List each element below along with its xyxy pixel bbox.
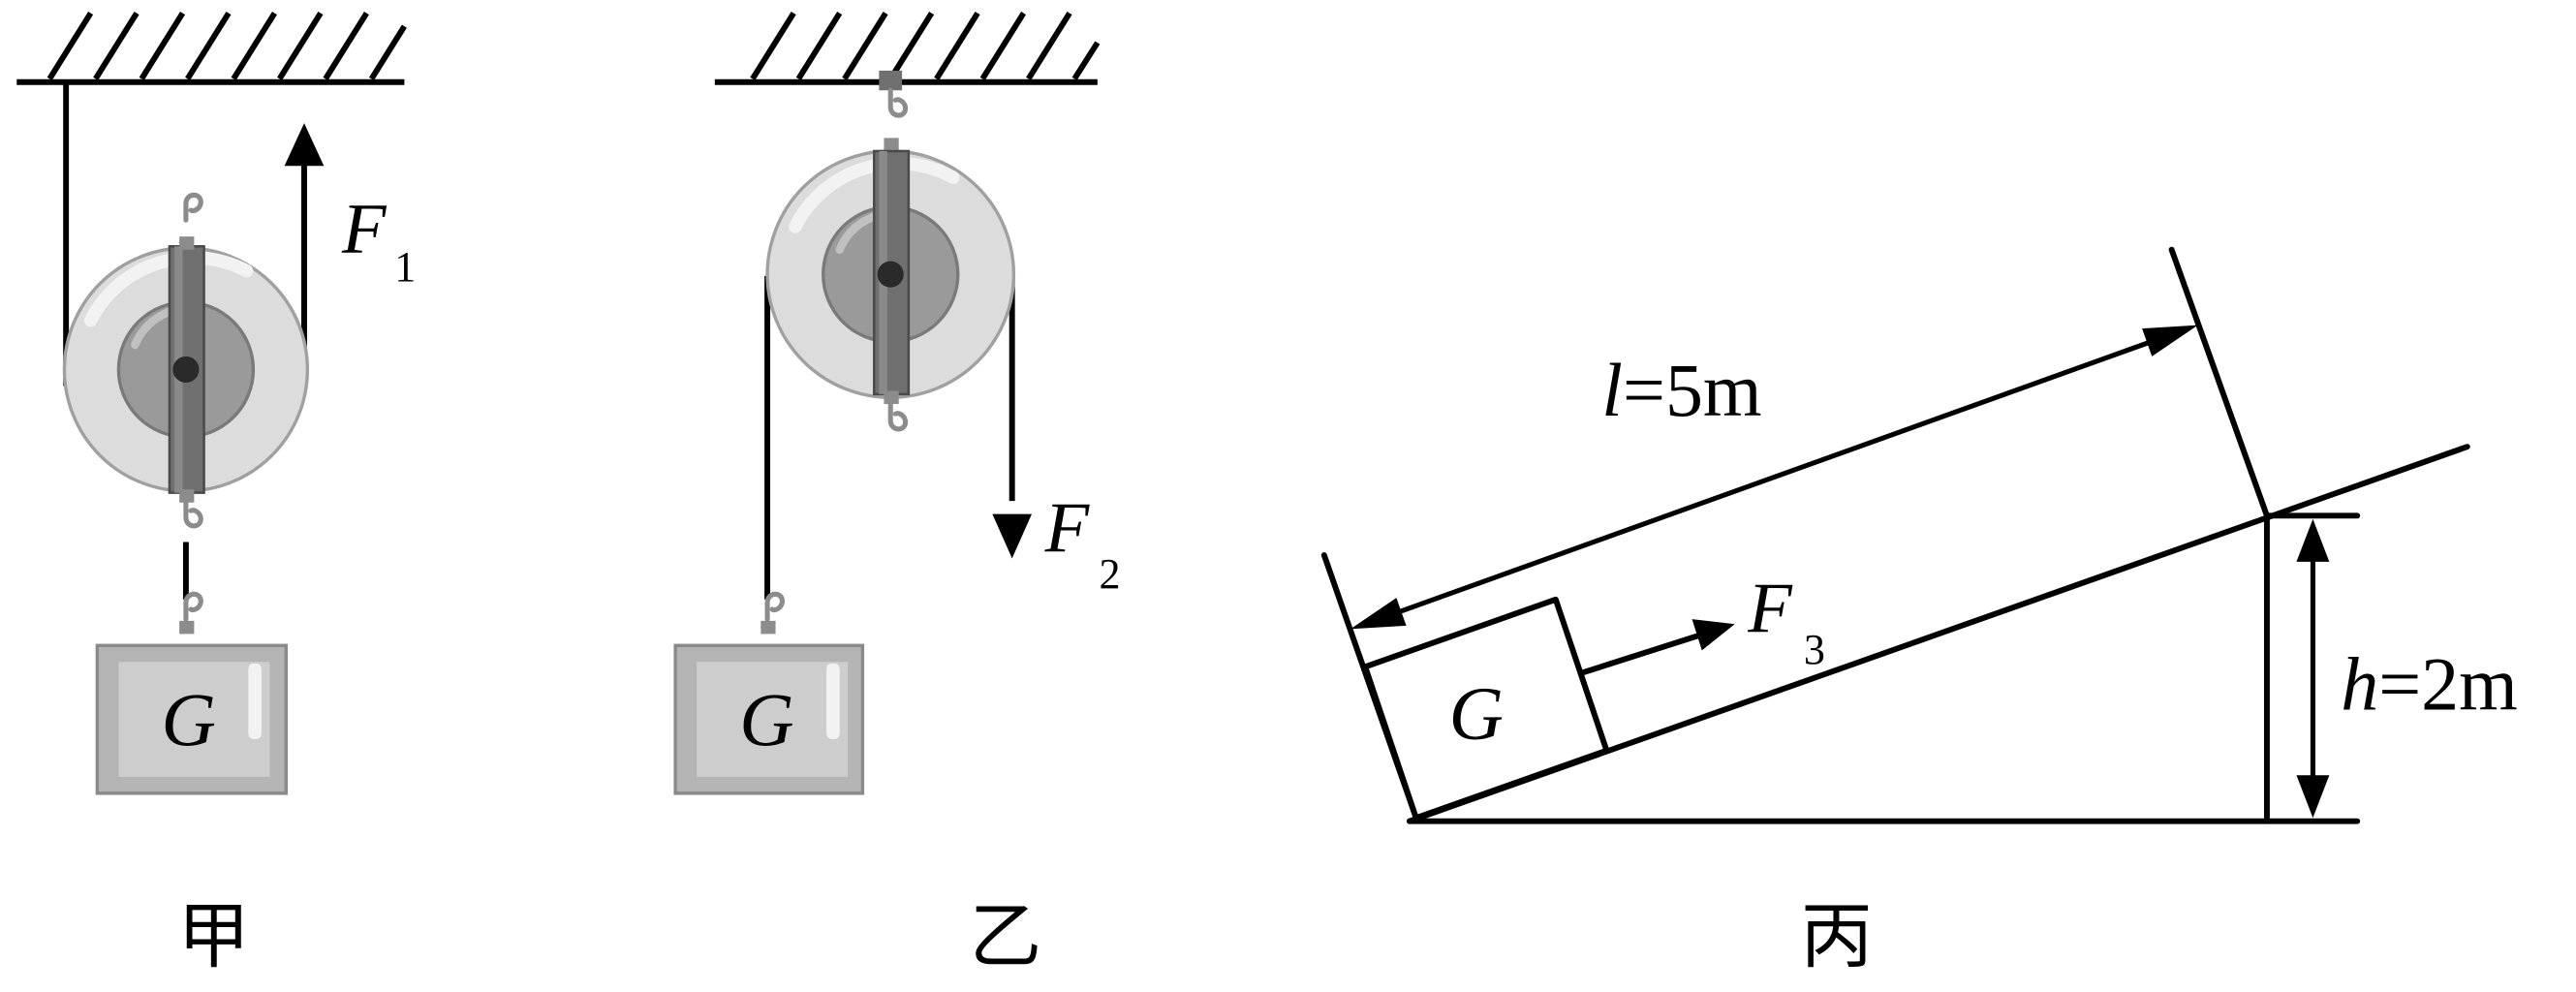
- force-label-f3: F: [1747, 570, 1793, 649]
- caption-bing: 丙: [1800, 894, 1873, 978]
- rope-yi: [764, 275, 1015, 600]
- ceiling-yi: [714, 11, 1101, 85]
- force-arrow-f2: [992, 513, 1033, 559]
- weight-block-jia: G: [95, 643, 289, 795]
- length-label: l=5m: [1601, 349, 1761, 432]
- weight-label-bing: G: [1449, 672, 1504, 756]
- height-label: h=2m: [2341, 642, 2518, 726]
- ceiling-jia: [16, 11, 407, 85]
- force-label-f2: F: [1044, 489, 1091, 569]
- weight-block-bing: G: [1362, 596, 1610, 822]
- figure-jia: F 1 G 甲: [16, 11, 416, 978]
- caption-yi: 乙: [970, 894, 1042, 978]
- force-label-f1: F: [341, 190, 388, 269]
- pulley-wheel-yi: [765, 149, 1016, 405]
- force-subscript-f2: 2: [1100, 550, 1121, 598]
- pulley-wheel-jia: [62, 236, 310, 503]
- force-subscript-f3: 3: [1804, 626, 1825, 673]
- length-dimension: [1350, 325, 2198, 630]
- weight-block-yi: G: [673, 643, 865, 795]
- weight-label-jia: G: [161, 679, 215, 762]
- figure-bing: l=5m h=2m G F 3 丙: [1320, 246, 2518, 978]
- figure-yi: F 2 G 乙: [673, 11, 1121, 978]
- force-arrow-f3: [1579, 619, 1735, 676]
- weight-label-yi: G: [739, 679, 793, 762]
- force-subscript-f1: 1: [394, 243, 416, 291]
- height-dimension: [2296, 518, 2330, 819]
- force-arrow-f1: [284, 123, 325, 167]
- caption-jia: 甲: [177, 894, 250, 978]
